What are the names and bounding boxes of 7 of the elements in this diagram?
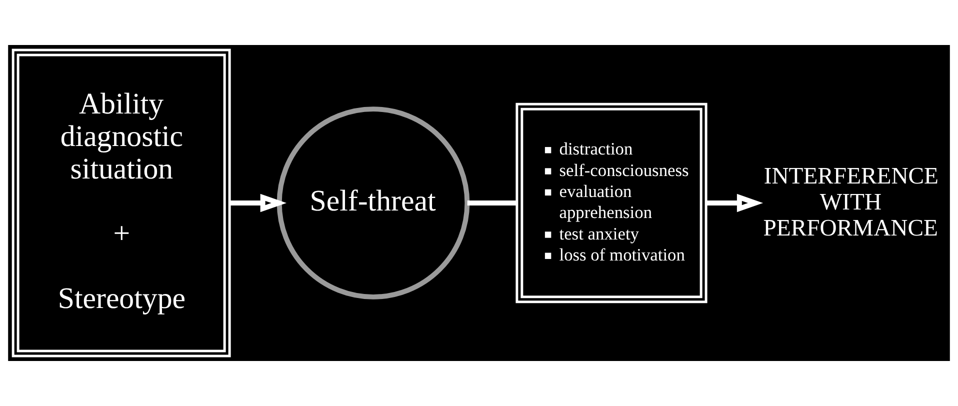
connector bbox=[467, 200, 517, 206]
node-box: Ability diagnostic situation + Stereotype bbox=[12, 48, 231, 358]
node-circle: Self-threat bbox=[276, 106, 470, 300]
node-box: distraction self-consciousness evaluation apprehension test anxiety loss of motivation bbox=[516, 102, 708, 304]
arrow bbox=[706, 194, 764, 212]
arrow bbox=[230, 194, 287, 212]
node-text: INTERFERENCE WITH PERFORMANCE bbox=[763, 163, 938, 242]
